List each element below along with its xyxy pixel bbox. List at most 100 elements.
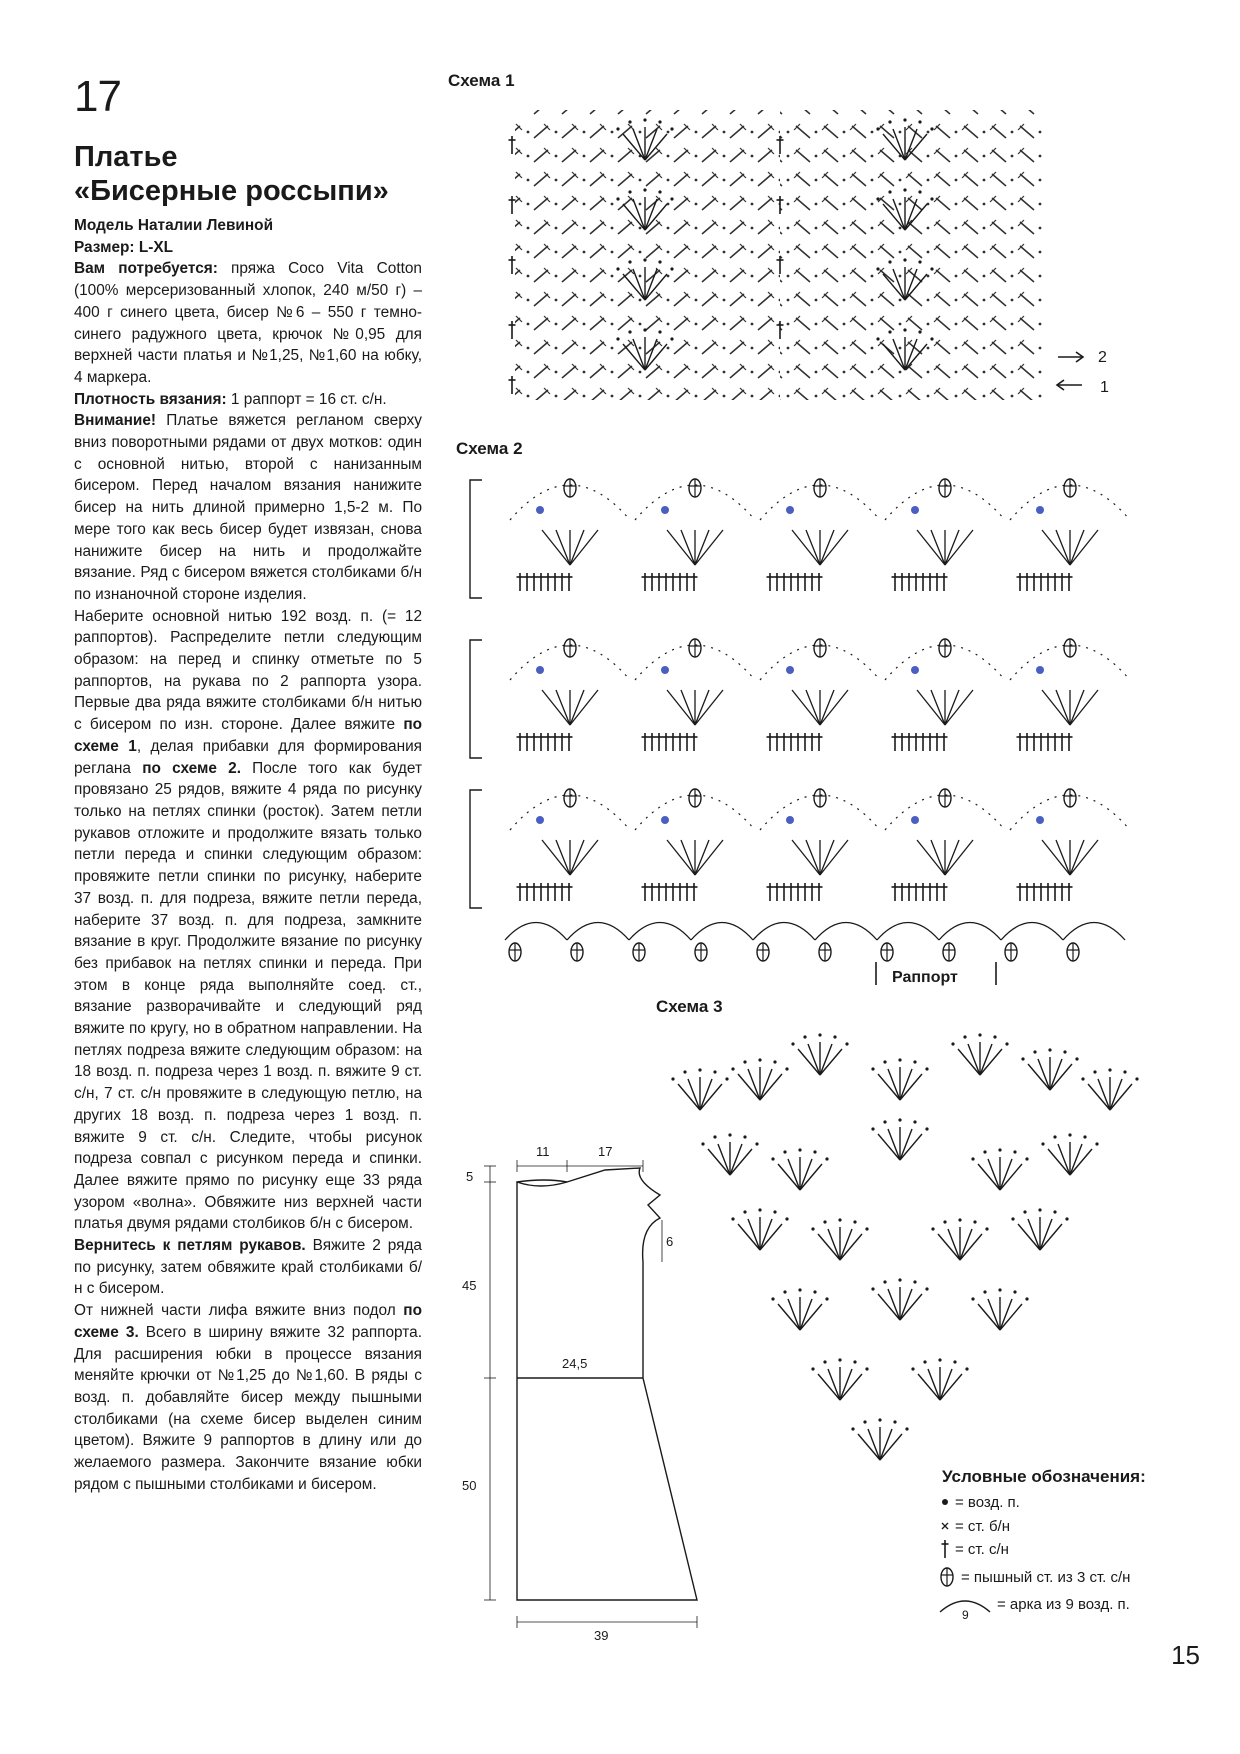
scheme3-fan bbox=[670, 1067, 730, 1111]
legend: Условные обозначения: = возд. п. = ст. б… bbox=[939, 1467, 1146, 1622]
scheme2-dc bbox=[1029, 572, 1039, 592]
footer-page-number: 15 bbox=[1171, 1640, 1200, 1670]
scheme2-dc bbox=[793, 572, 803, 592]
scheme3-fan bbox=[770, 1147, 830, 1191]
scheme2-dc bbox=[939, 882, 949, 902]
scheme2-bead bbox=[911, 816, 919, 824]
size-info: Размер: L-XL bbox=[74, 238, 174, 256]
scheme2-dc bbox=[1022, 572, 1032, 592]
scheme2-bead bbox=[536, 816, 544, 824]
scheme2-dc bbox=[1015, 882, 1025, 902]
gauge-paragraph: Плотность вязания: 1 раппорт = 16 ст. с/… bbox=[74, 389, 422, 411]
scheme2-dc bbox=[682, 882, 692, 902]
sleeves-label: Вернитесь к петлям рукавов. bbox=[74, 1237, 306, 1255]
scheme2-dc bbox=[543, 882, 553, 902]
scheme2-dc bbox=[1043, 732, 1053, 752]
scheme2-dc bbox=[807, 572, 817, 592]
scheme2-dc bbox=[918, 882, 928, 902]
scheme3-fan bbox=[770, 1287, 830, 1331]
attention-text: Платье вяжется регланом сверху вниз пово… bbox=[74, 412, 422, 603]
dim-17: 17 bbox=[598, 1144, 612, 1159]
scheme2-puff bbox=[938, 478, 952, 498]
yoke-paragraph: Наберите основной нитью 192 возд. п. (= … bbox=[74, 607, 423, 1233]
scheme2-puff bbox=[563, 788, 577, 808]
dim-6: 6 bbox=[666, 1234, 673, 1249]
scheme2-dc bbox=[890, 732, 900, 752]
dim-45: 45 bbox=[462, 1278, 476, 1293]
scheme2-bead bbox=[911, 666, 919, 674]
scheme2-dc bbox=[536, 572, 546, 592]
scheme2-dc bbox=[890, 572, 900, 592]
scheme2-dc bbox=[1029, 882, 1039, 902]
scheme2-dc bbox=[668, 732, 678, 752]
scheme2-dc bbox=[668, 882, 678, 902]
garment-outline bbox=[516, 1167, 698, 1601]
scheme2-dc bbox=[772, 572, 782, 592]
scheme2-bead bbox=[661, 666, 669, 674]
scheme2-dc bbox=[661, 732, 671, 752]
scheme2-dc bbox=[800, 572, 810, 592]
row-label-1: 1 bbox=[1100, 379, 1109, 396]
scheme2-dc bbox=[550, 732, 560, 752]
scheme2-dc bbox=[1057, 572, 1067, 592]
scheme2-dc bbox=[522, 732, 532, 752]
scheme2-dc bbox=[779, 572, 789, 592]
legend-item-chain: = возд. п. bbox=[955, 1494, 1020, 1511]
scheme2-dc bbox=[786, 572, 796, 592]
dim-50: 50 bbox=[462, 1478, 476, 1493]
scheme2-puff bbox=[563, 638, 577, 658]
model-credit: Модель Наталии Левиной bbox=[74, 217, 274, 234]
scheme2-dc bbox=[807, 882, 817, 902]
scheme2-puff bbox=[813, 478, 827, 498]
scheme2-dc bbox=[786, 732, 796, 752]
scheme2-bead bbox=[786, 506, 794, 514]
scheme3-fan bbox=[910, 1357, 970, 1401]
row-label-2: 2 bbox=[1098, 349, 1107, 366]
scheme2-dc bbox=[904, 572, 914, 592]
scheme2-dc bbox=[904, 732, 914, 752]
scheme2-dc bbox=[939, 572, 949, 592]
scheme2-puff bbox=[1063, 788, 1077, 808]
scheme2-bead bbox=[911, 506, 919, 514]
scheme2-dc bbox=[564, 882, 574, 902]
scheme3-fan bbox=[970, 1287, 1030, 1331]
scheme2-dc bbox=[925, 732, 935, 752]
scheme3-chart bbox=[670, 1032, 1140, 1461]
scheme2-dc bbox=[640, 572, 650, 592]
scheme2-dc bbox=[1015, 572, 1025, 592]
scheme2-puff bbox=[688, 638, 702, 658]
scheme2-dc bbox=[564, 732, 574, 752]
instructions-column: Модель Наталии Левиной Размер: L-XL Вам … bbox=[74, 215, 422, 1495]
scheme2-dc bbox=[1050, 732, 1060, 752]
scheme2-dc bbox=[918, 732, 928, 752]
scheme2-dc bbox=[1036, 572, 1046, 592]
scheme2-dc bbox=[675, 732, 685, 752]
dim-39: 39 bbox=[594, 1628, 608, 1643]
scheme2-dc bbox=[897, 882, 907, 902]
scheme2-dc bbox=[765, 882, 775, 902]
scheme2-dc bbox=[1064, 732, 1074, 752]
scheme2-dc bbox=[543, 732, 553, 752]
scheme3-label: Схема 3 bbox=[656, 997, 723, 1016]
scheme2-dc bbox=[689, 882, 699, 902]
materials-paragraph: Вам потребуется: пряжа Coco Vita Cotton … bbox=[74, 258, 422, 388]
title-line-1: Платье bbox=[74, 141, 178, 173]
scheme2-dc bbox=[515, 732, 525, 752]
dim-5: 5 bbox=[466, 1169, 473, 1184]
legend-title: Условные обозначения: bbox=[942, 1467, 1146, 1486]
scheme2-dc bbox=[689, 732, 699, 752]
scheme3-fan bbox=[970, 1147, 1030, 1191]
scheme2-dc bbox=[682, 732, 692, 752]
scheme2-dc bbox=[550, 882, 560, 902]
garment-dimensions: 11 17 5 6 45 24,5 50 39 bbox=[462, 1144, 673, 1643]
scheme2-bead bbox=[661, 816, 669, 824]
attention-paragraph: Внимание! Платье вяжется регланом сверху… bbox=[74, 410, 422, 605]
scheme2-puff bbox=[813, 788, 827, 808]
scheme2-dc bbox=[793, 732, 803, 752]
arch-icon-number: 9 bbox=[962, 1608, 969, 1622]
scheme3-fan bbox=[730, 1057, 790, 1101]
scheme2-dc bbox=[897, 732, 907, 752]
scheme2-dc bbox=[661, 572, 671, 592]
scheme2-dc bbox=[647, 882, 657, 902]
